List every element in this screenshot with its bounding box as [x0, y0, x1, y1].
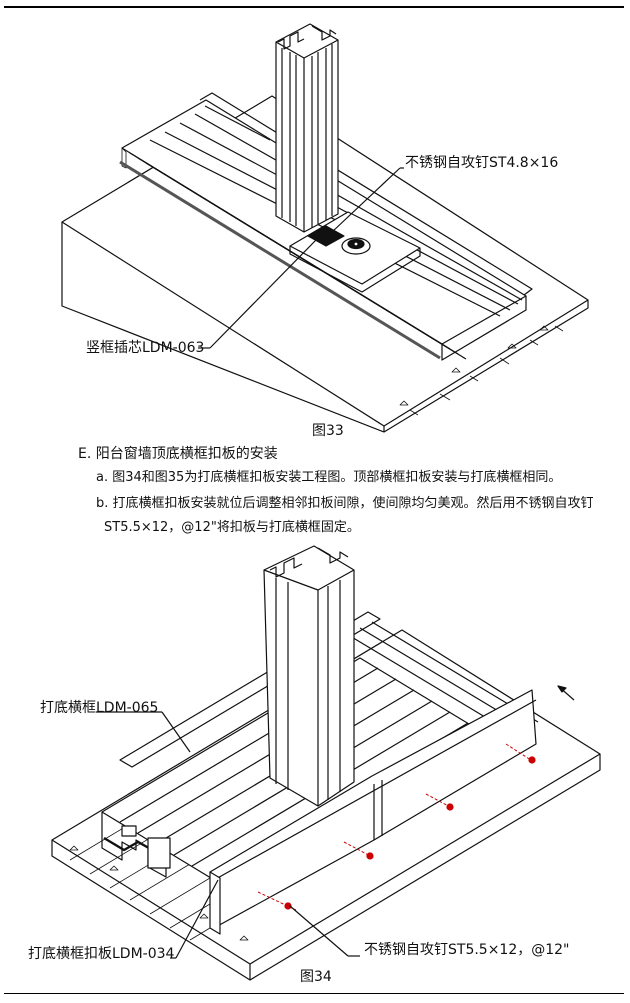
fig33-insert-label: 竖框插芯LDM-063: [86, 340, 205, 356]
fig34-cover-label: 打底横框扣板LDM-034: [28, 946, 175, 962]
fig34-frame-label: 打底横框LDM-065: [40, 700, 159, 716]
fig34-mullion: [263, 545, 355, 807]
top-rule: [4, 6, 624, 8]
fig34-screw-label: 不锈钢自攻钉ST5.5×12，@12": [364, 942, 570, 958]
fig33-screw-label: 不锈钢自攻钉ST4.8×16: [405, 155, 559, 171]
fig33-mullion-front: [275, 23, 339, 233]
section-heading: E. 阳台窗墙顶底横框扣板的安装: [78, 446, 278, 462]
section-item-a: a. 图34和图35为打底横框扣板安装工程图。顶部横框扣板安装与打底横框相同。: [96, 470, 562, 485]
fig33-caption: 图33: [312, 423, 344, 439]
section-item-b-line2: ST5.5×12，@12"将扣板与打底横框固定。: [104, 520, 360, 535]
section-item-b-line1: b. 打底横框扣板安装就位后调整相邻扣板间隙，使间隙均匀美观。然后用不锈钢自攻钉: [96, 496, 594, 511]
fig34-caption: 图34: [300, 969, 332, 985]
bottom-rule: [4, 993, 624, 994]
